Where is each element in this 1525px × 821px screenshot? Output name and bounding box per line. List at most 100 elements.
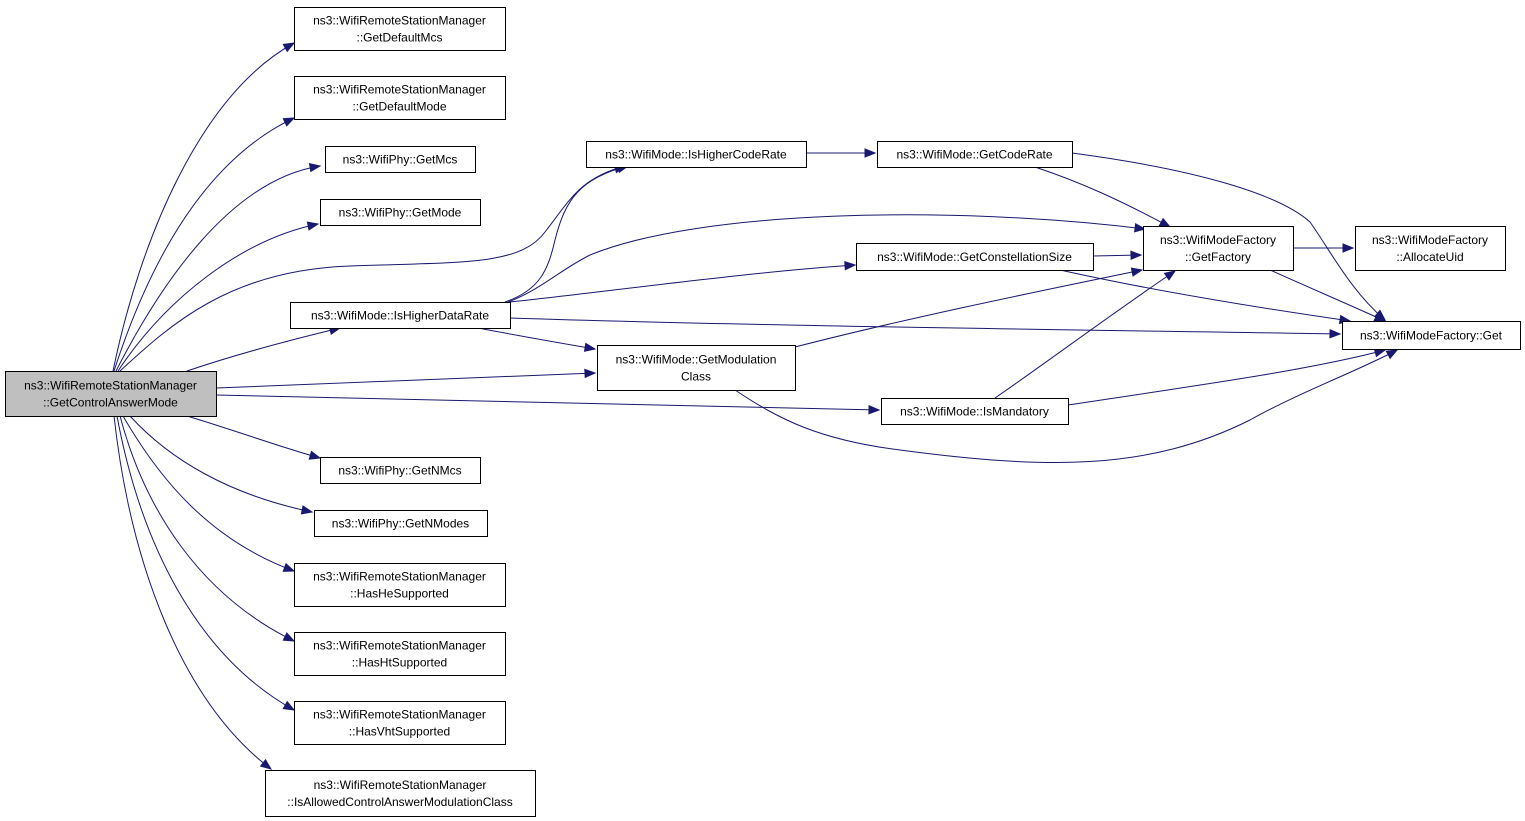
edge-line <box>1071 152 1386 321</box>
node-allocateUid[interactable]: ns3::WifiModeFactory::AllocateUid <box>1355 226 1506 271</box>
edge-line <box>477 327 596 350</box>
node-box <box>294 76 506 120</box>
edge-line <box>794 269 1143 348</box>
edge-getModulationClass-to-getFactory <box>794 267 1144 348</box>
arrow-head <box>583 342 597 352</box>
node-box <box>294 563 506 607</box>
arrow-head <box>308 162 322 173</box>
node-box <box>597 345 796 391</box>
edge-root-to-isHigherDataRate <box>186 325 342 372</box>
edge-root-to-phyGetNMcs <box>186 415 322 460</box>
edge-root-to-getDefaultMode <box>113 117 296 372</box>
node-label-line: ::GetFactory <box>1185 250 1251 264</box>
nodes-layer: ns3::WifiRemoteStationManager::GetContro… <box>5 7 1521 817</box>
edge-isHigherDataRate-to-getModulationClass <box>477 327 597 352</box>
arrow-head <box>584 368 597 379</box>
arrow-head <box>1130 267 1144 277</box>
edge-root-to-getDefaultMcs <box>112 42 296 372</box>
arrow-head <box>306 221 320 231</box>
edge-root-to-isAllowed <box>113 415 273 770</box>
node-hasHt[interactable]: ns3::WifiRemoteStationManager::HasHtSupp… <box>294 632 506 676</box>
node-box <box>294 632 506 676</box>
edge-line <box>994 270 1176 399</box>
node-box <box>586 141 807 168</box>
edge-root-to-phyGetMcs <box>115 162 322 372</box>
node-isAllowed[interactable]: ns3::WifiRemoteStationManager::IsAllowed… <box>265 770 536 817</box>
edge-line <box>115 165 321 372</box>
node-label-line: ns3::WifiMode::GetCodeRate <box>896 148 1052 162</box>
node-label-line: Class <box>681 370 711 384</box>
arrow-head <box>1158 217 1172 228</box>
edge-line <box>113 415 272 770</box>
edge-line <box>119 165 626 372</box>
node-root[interactable]: ns3::WifiRemoteStationManager::GetContro… <box>5 371 217 417</box>
arrow-head <box>868 405 881 415</box>
edge-line <box>509 264 856 303</box>
node-isHigherDataRate[interactable]: ns3::WifiMode::IsHigherDataRate <box>290 302 511 329</box>
edge-line <box>112 42 295 372</box>
edge-line <box>117 223 319 372</box>
node-label-line: ::GetDefaultMcs <box>356 31 442 45</box>
edge-line <box>1034 166 1171 228</box>
node-label-line: ::GetDefaultMode <box>352 100 446 114</box>
arrow-head <box>259 758 273 770</box>
node-box <box>5 371 217 417</box>
node-isHigherCodeRate[interactable]: ns3::WifiMode::IsHigherCodeRate <box>586 141 807 168</box>
edge-isHigherDataRate-to-isHigherCodeRate <box>504 164 630 303</box>
node-getConstellationSize[interactable]: ns3::WifiMode::GetConstellationSize <box>856 243 1094 271</box>
arrow-head <box>1385 349 1399 360</box>
node-box <box>877 141 1073 168</box>
node-box <box>314 510 488 537</box>
arrow-head <box>300 505 314 515</box>
node-label-line: ::IsAllowedControlAnswerModulationClass <box>287 795 512 809</box>
arrow-head <box>282 700 296 711</box>
node-box <box>294 7 506 51</box>
edge-isHigherDataRate-to-factoryGet <box>509 317 1342 339</box>
node-box <box>1143 226 1294 271</box>
node-getFactory[interactable]: ns3::WifiModeFactory::GetFactory <box>1143 226 1294 271</box>
node-phyGetMcs[interactable]: ns3::WifiPhy::GetMcs <box>325 146 476 173</box>
edge-isMandatory-to-getFactory <box>994 270 1177 399</box>
arrow-head <box>282 632 296 642</box>
node-phyGetMode[interactable]: ns3::WifiPhy::GetMode <box>320 199 481 226</box>
arrow-head <box>1163 270 1177 281</box>
edge-line <box>186 327 341 372</box>
node-hasHe[interactable]: ns3::WifiRemoteStationManager::HasHeSupp… <box>294 563 506 607</box>
node-label-line: ns3::WifiRemoteStationManager <box>313 639 486 653</box>
edge-root-to-hasVht <box>116 415 296 711</box>
edge-line <box>215 394 880 411</box>
edge-line <box>116 415 295 711</box>
edge-line <box>504 165 629 303</box>
node-factoryGet[interactable]: ns3::WifiModeFactory::Get <box>1342 321 1521 350</box>
node-getCodeRate[interactable]: ns3::WifiMode::GetCodeRate <box>877 141 1073 168</box>
arrow-head <box>864 148 877 158</box>
node-label-line: ns3::WifiPhy::GetNModes <box>332 517 469 531</box>
node-box <box>265 770 536 817</box>
edge-getConstellationSize-to-getFactory <box>1092 250 1143 260</box>
node-phyGetNModes[interactable]: ns3::WifiPhy::GetNModes <box>314 510 488 537</box>
edge-root-to-phyGetNModes <box>129 415 314 515</box>
node-isMandatory[interactable]: ns3::WifiMode::IsMandatory <box>881 398 1069 425</box>
arrow-head <box>1342 243 1355 253</box>
arrow-head <box>1373 312 1387 322</box>
arrow-head <box>1130 250 1143 260</box>
edge-root-to-hasHt <box>119 415 296 642</box>
node-label-line: ns3::WifiRemoteStationManager <box>313 83 486 97</box>
edge-line <box>1067 349 1386 406</box>
node-label-line: ns3::WifiModeFactory::Get <box>1360 329 1503 343</box>
node-box <box>856 243 1094 271</box>
edge-line <box>119 415 295 642</box>
node-getDefaultMode[interactable]: ns3::WifiRemoteStationManager::GetDefaul… <box>294 76 506 120</box>
arrow-head <box>844 260 857 271</box>
node-label-line: ns3::WifiRemoteStationManager <box>24 379 197 393</box>
node-getDefaultMcs[interactable]: ns3::WifiRemoteStationManager::GetDefaul… <box>294 7 506 51</box>
edge-line <box>113 117 295 372</box>
edge-isHigherCodeRate-to-getCodeRate <box>806 148 877 158</box>
arrow-head <box>308 450 322 460</box>
node-label-line: ns3::WifiRemoteStationManager <box>313 14 486 28</box>
node-hasVht[interactable]: ns3::WifiRemoteStationManager::HasVhtSup… <box>294 701 506 745</box>
edge-line <box>1059 269 1351 322</box>
node-phyGetNMcs[interactable]: ns3::WifiPhy::GetNMcs <box>320 457 481 484</box>
